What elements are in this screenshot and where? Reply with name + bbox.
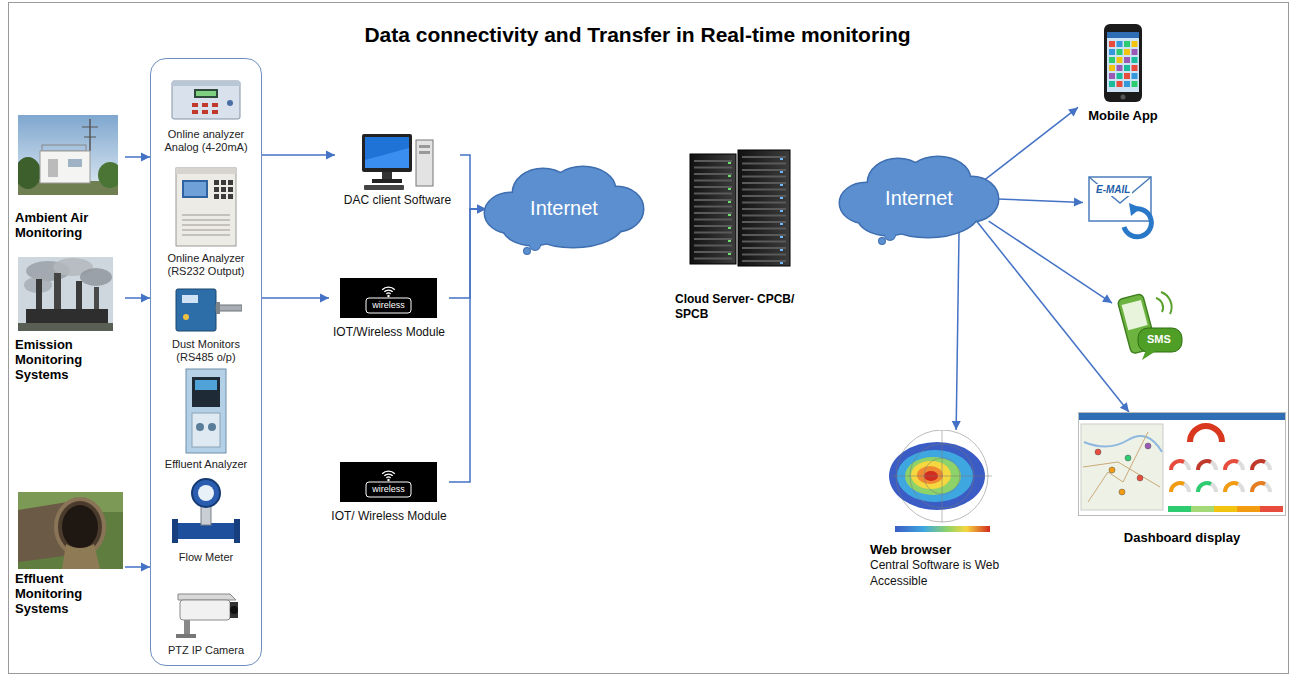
node-label: Effluent Monitoring Systems xyxy=(15,571,125,616)
node-label: Online Analyzer (RS232 Output) xyxy=(159,252,253,278)
arrow-head xyxy=(1120,402,1129,412)
computer-box: DAC client Software xyxy=(335,130,460,208)
node-label: E-MAIL xyxy=(1094,184,1132,196)
connector-arrow xyxy=(460,155,486,214)
effAnalyzer-illustration xyxy=(170,367,242,455)
connector-arrow xyxy=(977,221,1129,412)
node-label: DAC client Software xyxy=(335,193,460,208)
instrument: Flow Meter xyxy=(159,477,253,564)
connector-arrow xyxy=(989,221,1112,303)
node-label: Web browser xyxy=(870,542,1040,557)
iot-module: wirelessIOT/ Wireless Module xyxy=(329,462,449,524)
connector-arrow xyxy=(125,153,150,162)
arrow-head xyxy=(1102,294,1112,303)
monitor-illustration xyxy=(360,130,435,192)
phone-illustration xyxy=(1098,22,1148,104)
diagram-title: Data connectivity and Transfer in Real-t… xyxy=(0,22,1275,48)
node-label: Mobile App xyxy=(1078,108,1168,123)
connector-line xyxy=(262,154,335,156)
server-illustration xyxy=(680,148,795,270)
dashboard: Dashboard display xyxy=(1078,412,1286,545)
node-label: Emission Monitoring Systems xyxy=(15,337,125,382)
ambient-illustration xyxy=(18,115,118,195)
instrument: Effluent Analyzer xyxy=(159,367,253,471)
node-label: Effluent Analyzer xyxy=(159,458,253,471)
node-label: IOT/ Wireless Module xyxy=(329,509,449,524)
arrow-head xyxy=(141,563,150,572)
arrow-head xyxy=(320,294,329,303)
connector-arrow xyxy=(998,198,1083,207)
camera-illustration xyxy=(170,584,242,640)
effluent-illustration xyxy=(18,492,123,569)
node-label: SMS xyxy=(1147,333,1171,346)
instrument: Online analyzer Analog (4-20mA) xyxy=(159,73,253,154)
connector-arrow xyxy=(985,107,1078,179)
wireless-illustration xyxy=(340,278,437,318)
source-box: Ambient Air Monitoring xyxy=(15,115,125,240)
node-label: wireless xyxy=(340,462,437,502)
analyzer1-illustration xyxy=(170,73,242,125)
connector-arrow xyxy=(952,232,961,430)
iot-module: wirelessIOT/Wireless Module xyxy=(329,278,449,340)
node-label: Ambient Air Monitoring xyxy=(15,210,125,240)
connector-line xyxy=(956,232,959,430)
connector-line xyxy=(262,297,329,299)
instrument: PTZ IP Camera xyxy=(159,584,253,657)
instrument: Online Analyzer (RS232 Output) xyxy=(159,164,253,278)
arrow-head xyxy=(141,294,150,303)
flow-illustration xyxy=(170,477,242,549)
source-box: Effluent Monitoring Systems xyxy=(15,492,125,616)
connector-line xyxy=(989,221,1112,303)
connector-line xyxy=(460,155,486,209)
node-label: Internet xyxy=(483,196,645,220)
arrow-head xyxy=(1074,198,1083,207)
node-label: Dust Monitors (RS485 o/p) xyxy=(159,338,253,364)
internet-cloud: Internet xyxy=(483,163,645,255)
node-label: Cloud Server- CPCB/ SPCB xyxy=(675,292,805,322)
node-label: Central Software is Web Accessible xyxy=(870,557,1040,589)
dust-illustration xyxy=(170,285,242,335)
emission-illustration xyxy=(18,257,113,331)
node-label: Online analyzer Analog (4-20mA) xyxy=(159,128,253,154)
wireless-illustration xyxy=(340,462,437,502)
connector-line xyxy=(449,209,486,482)
connector-arrow xyxy=(125,294,150,303)
arrow-head xyxy=(952,421,961,430)
arrow-head xyxy=(1068,107,1078,116)
sms-icon: SMS xyxy=(1112,288,1184,366)
connector-line xyxy=(977,221,1129,412)
connector-arrow xyxy=(125,563,150,572)
node-label: Flow Meter xyxy=(159,551,253,564)
node-label: Dashboard display xyxy=(1078,530,1286,545)
source-box: Emission Monitoring Systems xyxy=(15,257,125,382)
node-label: Internet xyxy=(838,186,1000,210)
connector-arrow xyxy=(262,151,335,160)
connector-line xyxy=(985,107,1078,179)
email-icon: E-MAIL xyxy=(1083,163,1158,245)
instrument: Dust Monitors (RS485 o/p) xyxy=(159,285,253,364)
connector-arrow xyxy=(449,205,486,299)
node-label: PTZ IP Camera xyxy=(159,644,253,657)
internet-cloud: Internet xyxy=(838,153,1000,245)
mobile-app: Mobile App xyxy=(1078,22,1168,123)
sms-illustration xyxy=(1112,288,1184,366)
node-label: wireless xyxy=(340,278,437,318)
polar-illustration xyxy=(875,430,1010,538)
connector-line xyxy=(998,199,1083,202)
instrument-panel: Online analyzer Analog (4-20mA) Online An… xyxy=(150,58,262,666)
connector-arrow xyxy=(262,294,329,303)
server-box: Cloud Server- CPCB/ SPCB xyxy=(675,148,805,322)
email-illustration xyxy=(1083,163,1158,245)
node-label: IOT/Wireless Module xyxy=(329,325,449,340)
connector-arrow xyxy=(449,205,486,483)
connector-line xyxy=(449,209,486,298)
web-browser: Web browserCentral Software is Web Acces… xyxy=(870,430,1040,589)
arrow-head xyxy=(141,153,150,162)
arrow-head xyxy=(326,151,335,160)
dashboard-illustration xyxy=(1078,412,1286,516)
analyzer2-illustration xyxy=(170,164,242,249)
